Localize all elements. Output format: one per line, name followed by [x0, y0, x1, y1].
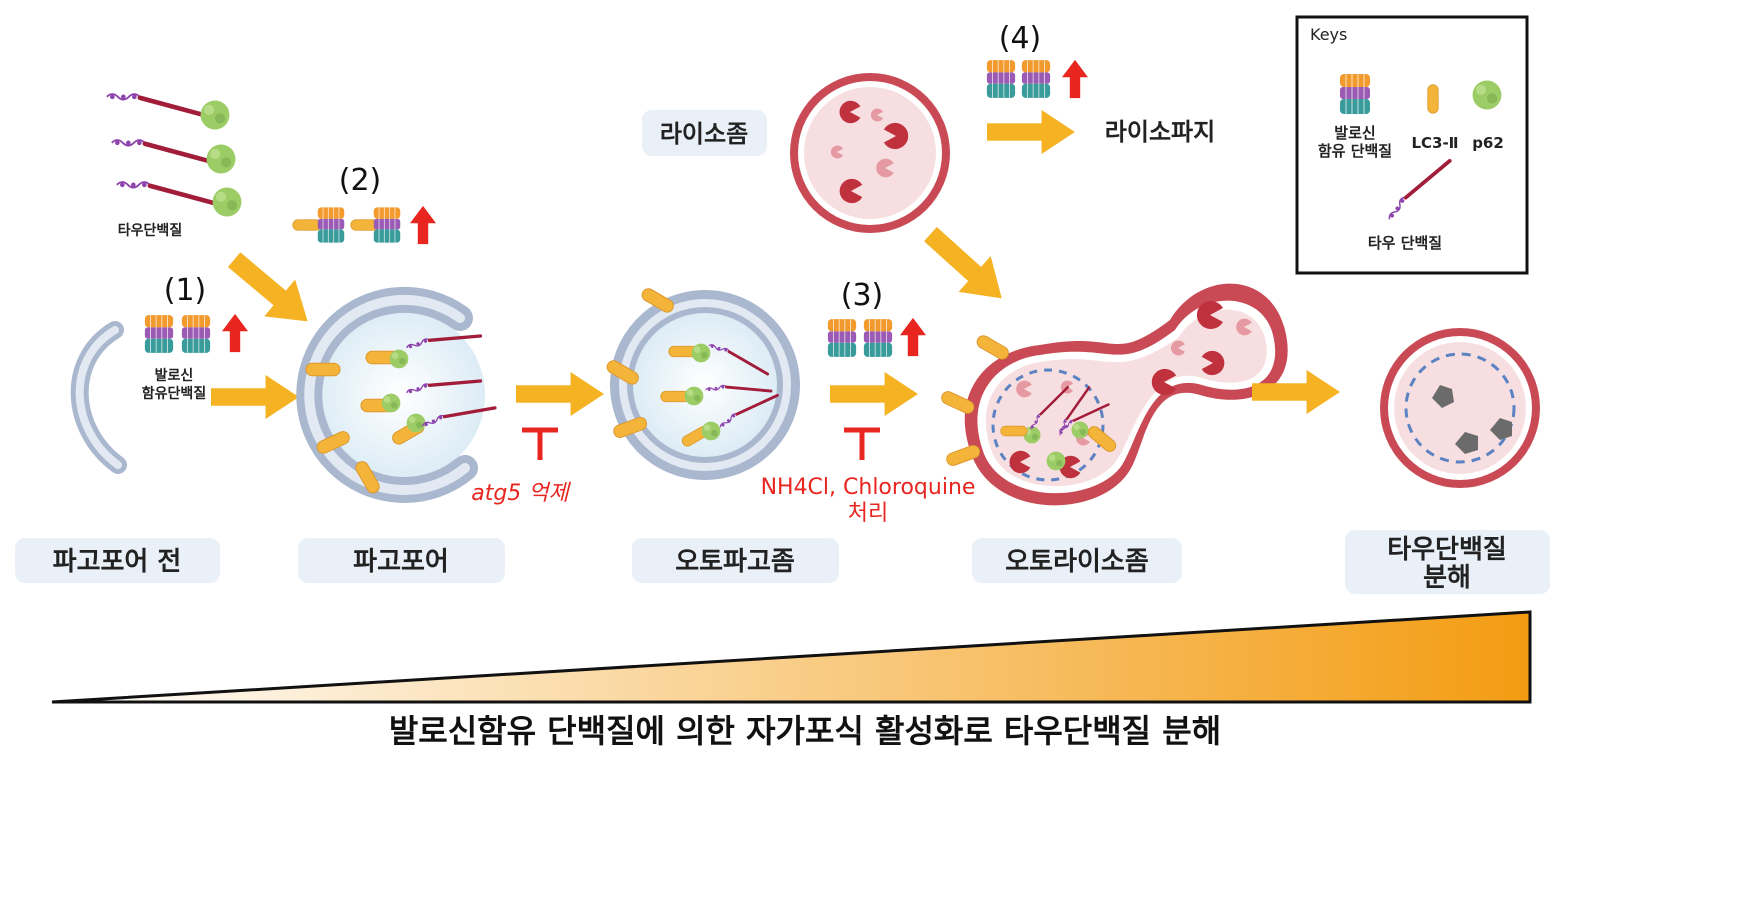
degradation-vesicle: [1380, 328, 1540, 488]
tau-proteins-group: 타우단백질: [107, 94, 242, 239]
valosin-increase-1: [144, 313, 248, 354]
stage-box-4: [972, 538, 1182, 583]
key-lc3-icon: [1427, 84, 1439, 114]
keys-title: Keys: [1310, 25, 1347, 44]
autophagosome: [604, 285, 800, 480]
stage-box-2: [298, 538, 505, 583]
autolysosome: [939, 283, 1288, 506]
stage-box-3: [632, 538, 839, 583]
stage-label-final-line2: 분해: [1423, 563, 1471, 593]
step-2-label: (2): [339, 163, 382, 198]
stage-label-autophagosome: 오토파고좀: [675, 547, 795, 577]
key-tau-label: 타우 단백질: [1368, 234, 1442, 252]
inhibit-nh4cl-label-line1: NH4Cl, Chloroquine: [761, 475, 976, 500]
stage-box-5: [1345, 530, 1550, 594]
gradient-wedge: [51, 610, 1532, 704]
valosin-label-line1: 발로신: [155, 367, 194, 384]
arrow-3: [830, 372, 918, 416]
key-p62-label: p62: [1472, 134, 1504, 152]
arrow-lysosome-to-autolysosome: [914, 216, 1018, 317]
step-3-label: (3): [841, 278, 884, 313]
key-valosin-line2: 함유 단백질: [1318, 142, 1392, 160]
step-4-label: (4): [999, 21, 1042, 56]
arrow-2: [516, 372, 604, 416]
key-valosin-icon: [1339, 73, 1371, 115]
stage-label-pre-phagophore: 파고포어 전: [53, 547, 182, 577]
key-p62-icon: [1472, 80, 1502, 110]
stage-label-autolysosome: 오토라이소좀: [1005, 547, 1149, 577]
arrow-1: [211, 375, 299, 419]
inhibit-atg5-label: atg5 억제: [471, 481, 571, 506]
lysophagy-label: 라이소파지: [1105, 118, 1215, 146]
key-lc3-label: LC3-Ⅱ: [1411, 134, 1458, 152]
stage-box-1: [15, 538, 220, 583]
lysosome-label-box: [642, 110, 767, 156]
step-1-label: (1): [164, 273, 207, 308]
phagophore: [296, 287, 495, 503]
inhibitor-atg5: atg5 억제: [471, 427, 572, 506]
stage-label-final-line1: 타우단백질: [1387, 535, 1507, 565]
inhibitor-chloroquine: NH4Cl, Chloroquine 처리: [761, 427, 976, 526]
valosin-lc3-increase-2: [292, 205, 436, 245]
stage-label-phagophore: 파고포어: [353, 547, 449, 577]
bottom-caption: 발로신함유 단백질에 의한 자가포식 활성화로 타우단백질 분해: [389, 712, 1221, 750]
key-valosin-line1: 발로신: [1334, 124, 1375, 142]
lysosome: [790, 73, 950, 233]
valosin-increase-4: [986, 59, 1088, 99]
tau-label: 타우단백질: [118, 222, 182, 239]
valosin-label-line2: 함유단백질: [142, 385, 206, 402]
lysosome-label: 라이소좀: [660, 120, 748, 148]
valosin-increase-3: [827, 317, 926, 358]
keys-legend: Keys 발로신 함유 단백질 LC3-Ⅱ p62 타우 단백질: [1295, 15, 1529, 275]
arrow-4: [987, 110, 1075, 154]
inhibit-nh4cl-label-line2: 처리: [848, 501, 888, 526]
